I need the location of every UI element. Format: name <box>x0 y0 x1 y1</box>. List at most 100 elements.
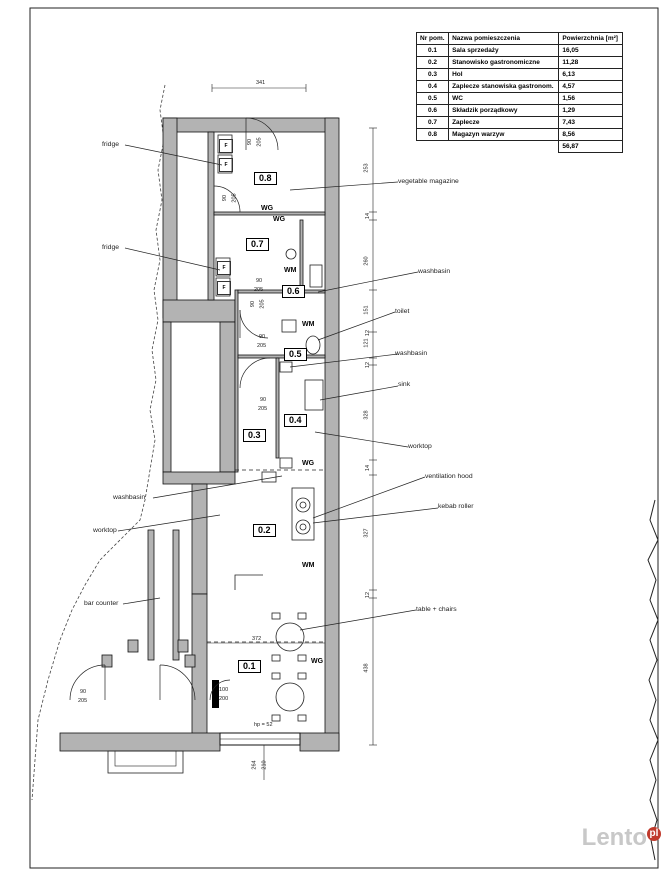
dim-side: 14 <box>365 464 372 472</box>
cell-name: Hol <box>448 68 560 81</box>
dim-bottom: 264 <box>251 760 258 770</box>
callout-bar-counter: bar counter <box>84 600 119 607</box>
callout-vegetable-magazine: vegetable magazine <box>398 178 459 185</box>
room-label: 0.5 <box>284 348 307 361</box>
cell-name: Sala sprzedaży <box>448 44 560 57</box>
dim-side: 151 <box>363 305 370 315</box>
door-mark: 90 <box>247 138 254 146</box>
neighbour-boundary <box>31 84 166 801</box>
door-mark: 90 <box>250 300 257 308</box>
callout-worktop: worktop <box>93 527 117 534</box>
callout-sink: sink <box>398 381 411 388</box>
room-label: 0.3 <box>243 429 266 442</box>
door-mark: 205 <box>257 343 267 349</box>
fridge-icon: F <box>219 158 233 172</box>
door-mark: 90 <box>222 194 229 202</box>
cell-name: Składzik porządkowy <box>448 104 560 117</box>
callout-washbasin: washbasin <box>395 350 428 357</box>
cell-name: WC <box>448 92 560 105</box>
callout-fridge: fridge <box>102 244 120 251</box>
room-label: 0.8 <box>254 172 277 185</box>
room-label: 0.2 <box>253 524 276 537</box>
dim-width: 372 <box>252 636 262 642</box>
door-mark: 205 <box>78 698 88 704</box>
wg-label: WG <box>261 205 274 212</box>
room-label: 0.1 <box>238 660 261 673</box>
room-label: 0.7 <box>246 238 269 251</box>
cell-nr: 0.6 <box>415 104 450 117</box>
room-label: 0.4 <box>284 414 307 427</box>
wm-label: WM <box>302 562 315 569</box>
door-mark: 205 <box>254 287 264 293</box>
cell-area: 16,05 <box>558 44 623 57</box>
door-mark: 205 <box>231 193 238 203</box>
cell-area: 8,56 <box>558 128 623 141</box>
wg-label: WG <box>311 658 324 665</box>
dim-bottom: 210 <box>261 760 268 770</box>
dim-side: 260 <box>363 256 370 266</box>
door-mark: 90 <box>259 334 266 340</box>
fridge-icon: F <box>217 261 231 275</box>
door-mark: 90 <box>80 689 87 695</box>
dim-side: 12 <box>365 329 372 337</box>
callout-washbasin: washbasin <box>113 494 146 501</box>
window-mark: 100 <box>219 687 229 693</box>
wm-label: WM <box>284 267 297 274</box>
window-mark: 200 <box>219 696 229 702</box>
dim-side: 253 <box>363 163 370 173</box>
cell-area: 7,43 <box>558 116 623 129</box>
dim-side: 12 <box>365 591 372 599</box>
window-black <box>212 680 219 708</box>
entrance-steps <box>107 750 184 774</box>
door-mark: 205 <box>256 137 263 147</box>
cell-area: 1,29 <box>558 104 623 117</box>
watermark-text: Lento <box>581 824 647 851</box>
cell-nr: 0.4 <box>415 80 450 93</box>
fixtures <box>215 134 324 722</box>
callout-ventilation-hood: ventilation hood <box>425 473 473 480</box>
door-mark: 90 <box>260 397 267 403</box>
callout-fridge: fridge <box>102 141 120 148</box>
fridge-icon: F <box>217 281 231 295</box>
right-border <box>647 499 659 861</box>
cell-nr: 0.8 <box>415 128 450 141</box>
drawing-frame <box>29 7 659 869</box>
dimension-lines <box>207 84 377 780</box>
cell-nr: 0.1 <box>415 44 450 57</box>
cell-area: 4,57 <box>558 80 623 93</box>
dim-side: 12 <box>365 361 372 369</box>
col-header-name: Nazwa pomieszczenia <box>448 32 560 45</box>
leader-lines <box>117 144 439 631</box>
cell-nr: 0.7 <box>415 116 450 129</box>
dashed-lines <box>207 469 325 643</box>
door-mark: 90 <box>256 278 263 284</box>
cell-name: Zaplecze <box>448 116 560 129</box>
cell-nr: 0.2 <box>415 56 450 69</box>
cell-nr: 0.3 <box>415 68 450 81</box>
dim-top-width: 341 <box>256 80 266 86</box>
dim-side: 14 <box>365 212 372 220</box>
cell-area: 6,13 <box>558 68 623 81</box>
watermark-suffix: pl <box>647 827 661 841</box>
cell-total: 56,87 <box>558 140 623 153</box>
door-mark: 205 <box>258 406 268 412</box>
door-swings <box>69 117 279 701</box>
room-label: 0.6 <box>282 285 305 298</box>
callout-toilet: toilet <box>395 308 410 315</box>
dim-side: 328 <box>363 410 370 420</box>
cell-name: Zaplecze stanowiska gastronom. <box>448 80 560 93</box>
dim-side: 438 <box>363 663 370 673</box>
wm-label: WM <box>302 321 315 328</box>
col-header-area: Powierzchnia [m²] <box>558 32 623 45</box>
callout-kebab-roller: kebab roller <box>438 503 474 510</box>
cell-area: 1,56 <box>558 92 623 105</box>
callout-washbasin: washbasin <box>418 268 451 275</box>
walls <box>59 117 340 752</box>
col-header-nr: Nr pom. <box>415 32 450 45</box>
